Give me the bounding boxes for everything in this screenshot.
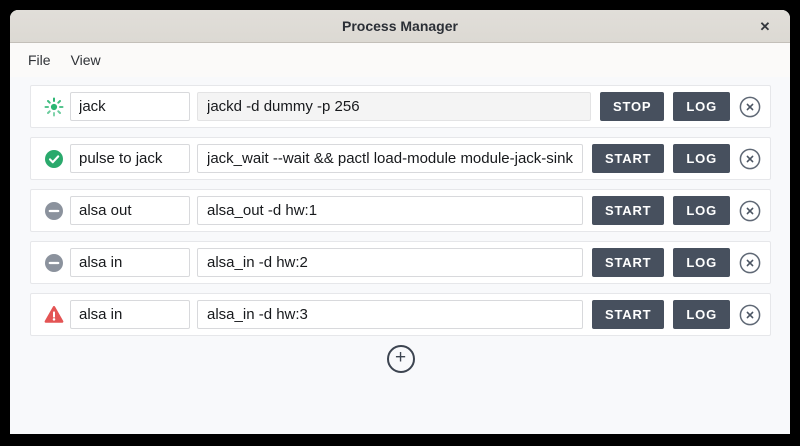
command-input[interactable] (197, 92, 592, 121)
log-button[interactable]: LOG (673, 92, 730, 121)
close-circle-icon (739, 200, 761, 221)
remove-row-button[interactable] (739, 304, 761, 326)
spinner-icon (44, 97, 64, 117)
titlebar[interactable]: Process Manager ✕ (10, 10, 790, 43)
close-window-icon[interactable]: ✕ (759, 18, 771, 34)
close-circle-icon (739, 252, 761, 273)
window-title: Process Manager (342, 18, 458, 34)
start-stop-button[interactable]: START (592, 300, 665, 329)
process-row: START LOG (30, 189, 771, 232)
close-circle-icon (739, 148, 761, 169)
process-name-input[interactable] (70, 92, 190, 121)
check-circle-icon (44, 149, 64, 169)
process-row: START LOG (30, 293, 771, 336)
add-row-container: + (30, 345, 771, 373)
menu-file[interactable]: File (28, 52, 51, 68)
minus-circle-icon (44, 253, 64, 273)
process-row: START LOG (30, 137, 771, 180)
start-stop-button[interactable]: START (592, 248, 665, 277)
command-input[interactable] (197, 248, 584, 277)
process-name-input[interactable] (70, 144, 190, 173)
command-input[interactable] (197, 144, 584, 173)
process-row: STOP LOG (30, 85, 771, 128)
warning-triangle-icon (44, 305, 64, 325)
command-input[interactable] (197, 196, 584, 225)
process-name-input[interactable] (70, 196, 190, 225)
process-manager-window: Process Manager ✕ File View (10, 10, 790, 434)
remove-row-button[interactable] (739, 252, 761, 274)
close-circle-icon (739, 304, 761, 325)
log-button[interactable]: LOG (673, 144, 730, 173)
close-circle-icon (739, 96, 761, 117)
log-button[interactable]: LOG (673, 300, 730, 329)
add-process-button[interactable]: + (386, 345, 415, 373)
start-stop-button[interactable]: STOP (600, 92, 665, 121)
log-button[interactable]: LOG (673, 196, 730, 225)
remove-row-button[interactable] (739, 148, 761, 170)
remove-row-button[interactable] (739, 200, 761, 222)
start-stop-button[interactable]: START (592, 144, 665, 173)
process-row: START LOG (30, 241, 771, 284)
menu-view[interactable]: View (70, 52, 101, 68)
process-name-input[interactable] (70, 248, 190, 277)
menubar: File View (10, 43, 790, 77)
minus-circle-icon (44, 201, 64, 221)
process-list: STOP LOG START LOG (10, 77, 790, 373)
start-stop-button[interactable]: START (592, 196, 665, 225)
remove-row-button[interactable] (739, 96, 761, 118)
log-button[interactable]: LOG (673, 248, 730, 277)
process-name-input[interactable] (70, 300, 190, 329)
command-input[interactable] (197, 300, 584, 329)
